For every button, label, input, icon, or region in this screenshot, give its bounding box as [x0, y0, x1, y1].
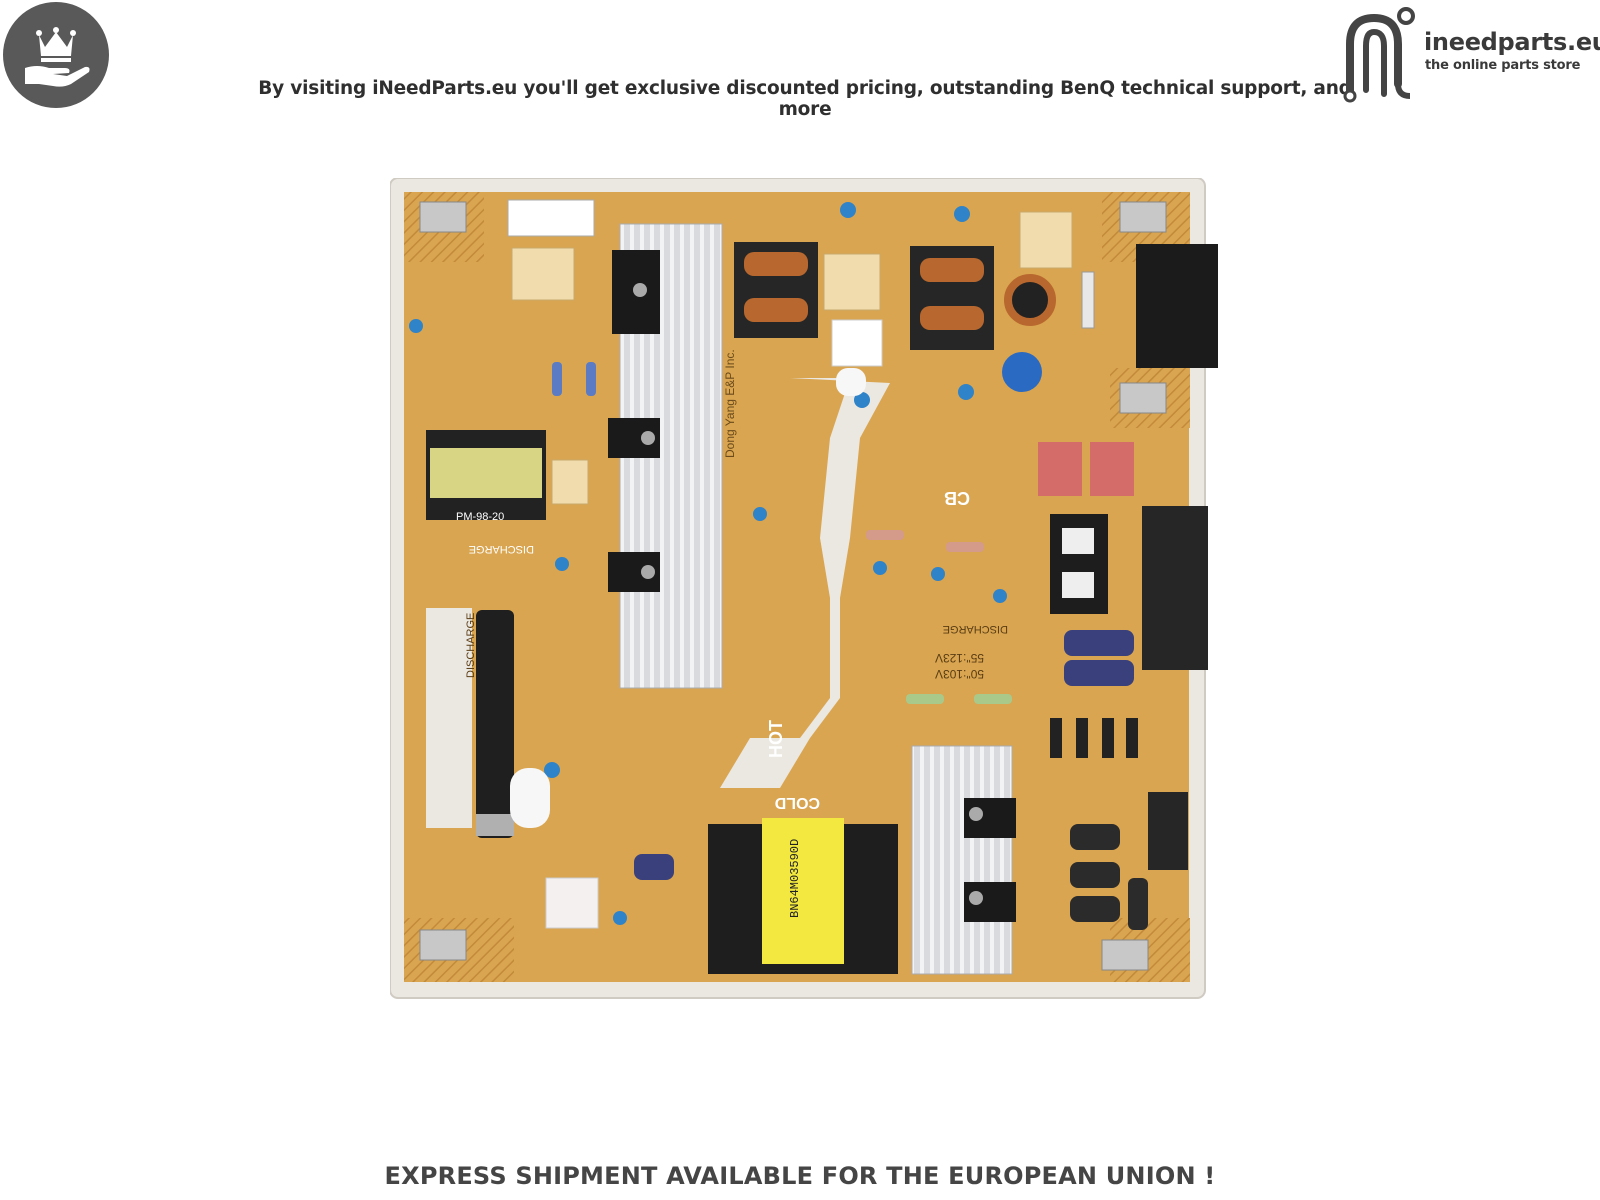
silkscreen-55v: 55":123V: [935, 651, 984, 665]
power-supply-board-photo: Dong Yang E&P Inc. HOT COLD CB 55":123V …: [390, 178, 1218, 999]
circuit-n-logo-icon: [1343, 7, 1415, 103]
electrolytic-capacitor: [1128, 878, 1148, 930]
resistor: [866, 530, 904, 540]
transformer-label: PM-98-20: [456, 511, 504, 523]
diode: [1126, 718, 1138, 758]
fuse: [1081, 271, 1095, 329]
electrolytic-capacitor: [1070, 824, 1120, 850]
isolation-slot: [720, 378, 890, 788]
x-capacitor: [1019, 211, 1073, 269]
crown-in-hand-icon: [25, 27, 90, 87]
silkscreen-cold: COLD: [775, 794, 820, 811]
x-capacitor: [551, 459, 589, 505]
ceramic-capacitor: [954, 206, 970, 222]
diode: [1076, 718, 1088, 758]
safety-capacitor: [545, 877, 599, 929]
x-capacitor: [831, 319, 883, 367]
brand-logo[interactable]: ineedparts.eu the online parts store: [1340, 4, 1600, 104]
footer-shipping-banner: EXPRESS SHIPMENT AVAILABLE FOR THE EUROP…: [384, 1162, 1216, 1190]
mounting-clip: [419, 201, 467, 233]
bulk-capacitor-cap: [476, 814, 514, 836]
ceramic-capacitor: [555, 557, 569, 571]
resistor: [946, 542, 984, 552]
ceramic-capacitor: [931, 567, 945, 581]
silkscreen-discharge: DISCHARGE: [943, 623, 1008, 635]
ceramic-capacitor: [613, 911, 627, 925]
output-connector: [1148, 792, 1188, 870]
ceramic-capacitor: [873, 561, 887, 575]
x-capacitor: [511, 247, 575, 301]
silkscreen-discharge: DISCHARGE: [465, 613, 477, 678]
standby-transformer: [426, 430, 546, 520]
resistor: [974, 694, 1012, 704]
ac-input-connector: [1136, 244, 1218, 368]
ceramic-capacitor: [993, 589, 1007, 603]
brand-name: ineedparts.eu: [1424, 28, 1600, 56]
silkscreen-vendor: Dong Yang E&P Inc.: [723, 349, 737, 458]
ceramic-capacitor: [544, 762, 560, 778]
silkscreen-discharge: DISCHARGE: [469, 543, 534, 555]
plastic-holder: [510, 768, 550, 828]
ceramic-capacitor: [840, 202, 856, 218]
isolation-slot: [426, 608, 472, 828]
toroid-inductor: [1004, 274, 1056, 326]
bulk-capacitor: [476, 610, 514, 838]
secondary-heatsink: [911, 745, 1013, 975]
diode: [1050, 718, 1062, 758]
safety-capacitor: [1090, 442, 1134, 496]
electrolytic-capacitor: [1070, 862, 1120, 888]
silkscreen-50v: 50":103V: [935, 667, 984, 681]
electrolytic-capacitor: [1064, 630, 1134, 656]
silkscreen-hot: HOT: [766, 720, 786, 758]
varistor: [1002, 352, 1042, 392]
electrolytic-capacitor: [634, 854, 674, 880]
diode: [1102, 718, 1114, 758]
ceramic-capacitor: [958, 384, 974, 400]
transformer-label: BN64M03590D: [788, 839, 802, 918]
main-transformer: [708, 818, 898, 974]
ceramic-capacitor: [753, 507, 767, 521]
brand-subtitle: the online parts store: [1425, 58, 1581, 73]
ceramic-capacitor: [854, 392, 870, 408]
resistor: [552, 362, 562, 396]
crown-badge: [3, 2, 109, 108]
electrolytic-capacitor: [1070, 896, 1120, 922]
board-label-sticker: [507, 199, 595, 237]
ceramic-capacitor: [409, 319, 423, 333]
x-capacitor: [823, 253, 881, 311]
common-mode-choke: [734, 242, 818, 338]
common-mode-choke: [910, 246, 994, 350]
mounting-clip: [419, 929, 467, 961]
plastic-holder: [836, 368, 866, 396]
silkscreen-cb: CB: [944, 488, 970, 508]
mounting-clip: [1119, 201, 1167, 233]
output-connector: [1142, 506, 1208, 670]
resistor: [906, 694, 944, 704]
safety-capacitor: [1038, 442, 1082, 496]
resistor: [586, 362, 596, 396]
mounting-clip: [1119, 382, 1167, 414]
mounting-clip: [1101, 939, 1149, 971]
electrolytic-capacitor: [1064, 660, 1134, 686]
header-tagline: By visiting iNeedParts.eu you'll get exc…: [258, 78, 1352, 120]
